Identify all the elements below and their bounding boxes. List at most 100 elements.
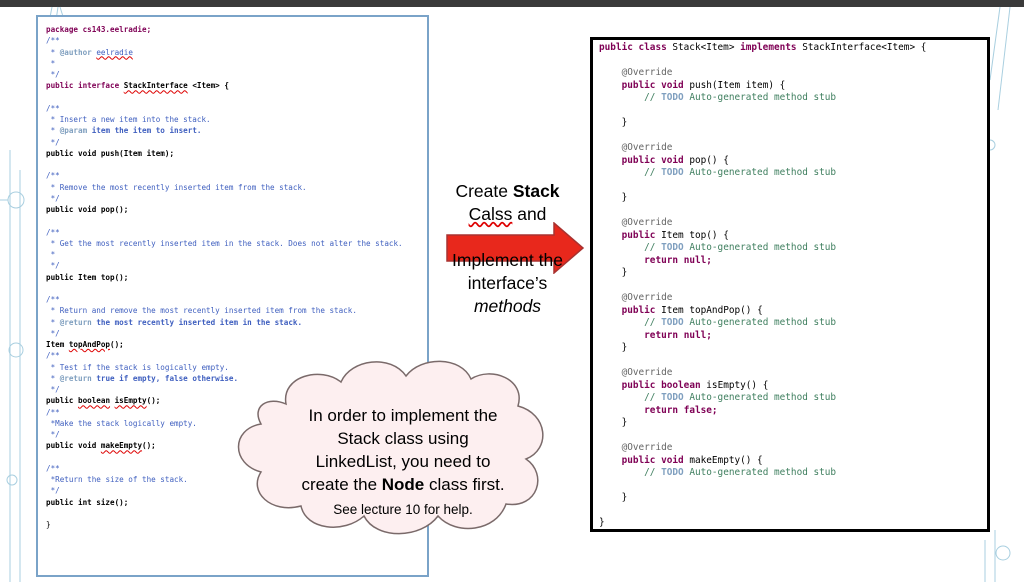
- top-modifier: public: [621, 229, 656, 241]
- topandpop-parens: ();: [110, 340, 124, 349]
- class-close-brace: }: [599, 517, 605, 528]
- topandpop-return-doc: the most recently inserted item in the s…: [96, 317, 303, 327]
- implements-keyword: implements: [740, 42, 797, 53]
- push-param-doc: item the item to insert.: [91, 126, 202, 136]
- instruction-line4: interface’s: [467, 273, 548, 293]
- override-annotation: @Override: [621, 217, 673, 228]
- return-tag-2: @return: [59, 373, 92, 383]
- stub-comment: Auto-generated method stub: [689, 92, 837, 103]
- cloud-line3: LinkedList, you need to: [315, 452, 491, 471]
- isempty-method: isEmpty() {: [706, 379, 769, 391]
- cloud-node: Node: [381, 475, 425, 494]
- stack-class-source-code: public class Stack<Item> implements Stac…: [599, 42, 927, 528]
- package-line: package cs143.eelradie;: [46, 25, 152, 34]
- return-tag: @return: [59, 317, 92, 327]
- instruction-calss: Calss: [468, 204, 513, 224]
- isempty-modifier: public: [46, 396, 79, 406]
- return-false: false;: [683, 404, 718, 416]
- stub-comment: Auto-generated method stub: [689, 317, 837, 328]
- return-null: null;: [683, 254, 712, 266]
- method-close-brace: }: [621, 192, 628, 203]
- interface-generic: <Item> {: [192, 81, 229, 91]
- todo-marker: TODO: [661, 92, 684, 103]
- makeempty-modifier: public void: [46, 441, 101, 451]
- isempty-modifier: public: [621, 379, 656, 391]
- override-annotation: @Override: [621, 142, 673, 153]
- todo-marker: TODO: [661, 467, 684, 478]
- instruction-and: and: [512, 204, 547, 224]
- makeempty-modifier: public void: [621, 454, 684, 466]
- isempty-type: boolean: [661, 379, 701, 391]
- class-name: Stack<Item>: [666, 42, 741, 53]
- cloud-line1: In order to implement the: [308, 406, 498, 425]
- stub-comment: Auto-generated method stub: [689, 392, 837, 403]
- top-method: top() {: [689, 229, 729, 241]
- pop-doc: Remove the most recently inserted item f…: [59, 182, 307, 192]
- todo-marker: TODO: [661, 317, 684, 328]
- cloud-callout-text: In order to implement the Stack class us…: [283, 404, 523, 521]
- class-keyword: public class: [599, 42, 667, 53]
- return-keyword: return: [644, 329, 679, 341]
- author-tag: @author: [59, 47, 92, 57]
- top-signature: public Item top();: [46, 272, 129, 282]
- override-annotation: @Override: [621, 292, 673, 303]
- isempty-doc: Test if the stack is logically empty.: [59, 362, 229, 372]
- stub-comment: Auto-generated method stub: [689, 242, 837, 253]
- pop-modifier: public void: [621, 154, 684, 166]
- topandpop-doc: Return and remove the most recently inse…: [59, 306, 357, 316]
- method-close-brace: }: [621, 492, 628, 503]
- param-tag: @param: [59, 126, 88, 136]
- method-close-brace: }: [621, 267, 628, 278]
- top-type: Item: [661, 229, 684, 241]
- interface-name: StackInterface: [123, 81, 188, 91]
- todo-marker: TODO: [661, 392, 684, 403]
- topandpop-method: topAndPop() {: [689, 304, 763, 316]
- isempty-parens: ();: [146, 396, 161, 406]
- return-null: null;: [683, 329, 712, 341]
- instruction-text: Create Stack Calss and Implement the int…: [440, 180, 575, 318]
- push-signature: public void push(Item item);: [46, 148, 175, 158]
- cloud-line5: See lecture 10 for help.: [333, 502, 473, 517]
- return-keyword: return: [644, 404, 679, 416]
- push-method: push(Item item) {: [689, 79, 786, 91]
- override-annotation: @Override: [621, 67, 673, 78]
- instruction-line3: Implement the: [452, 250, 563, 270]
- return-keyword: return: [644, 254, 679, 266]
- pop-method: pop() {: [689, 154, 729, 166]
- instruction-stack: Stack: [512, 181, 560, 201]
- push-modifier: public void: [621, 79, 684, 91]
- method-close-brace: }: [621, 417, 628, 428]
- todo-marker: TODO: [661, 167, 684, 178]
- class-interface: StackInterface<Item> {: [796, 42, 927, 53]
- interface-source-code: package cs143.eelradie;/** * @author eel…: [46, 25, 403, 529]
- makeempty-name: makeEmpty: [100, 441, 143, 451]
- topandpop-type: Item: [661, 304, 684, 316]
- right-arrow-icon: [446, 222, 585, 274]
- cloud-line2: Stack class using: [337, 429, 469, 448]
- isempty-name: isEmpty: [114, 396, 147, 406]
- topandpop-modifier: public: [621, 304, 656, 316]
- override-annotation: @Override: [621, 442, 673, 453]
- window-top-bar: [0, 0, 1024, 7]
- isempty-type: boolean: [78, 396, 111, 406]
- topandpop-name: topAndPop: [68, 340, 111, 349]
- makeempty-method: makeEmpty() {: [689, 454, 763, 466]
- stub-comment: Auto-generated method stub: [689, 467, 837, 478]
- instruction-line1: Create: [455, 181, 513, 201]
- cloud-line4-pre: create the: [301, 475, 382, 494]
- size-doc: *Return the size of the stack.: [50, 475, 188, 484]
- makeempty-doc: *Make the stack logically empty.: [50, 418, 197, 428]
- cloud-line4-post: class first.: [424, 475, 505, 494]
- topandpop-type: Item: [46, 340, 69, 349]
- author-name: eelradie: [96, 47, 133, 57]
- stub-comment: Auto-generated method stub: [689, 167, 837, 178]
- top-doc: Get the most recently inserted item in t…: [59, 238, 403, 248]
- isempty-return-doc: true if empty, false otherwise.: [96, 373, 239, 383]
- todo-marker: TODO: [661, 242, 684, 253]
- callout-cloud: [237, 360, 544, 535]
- interface-close-brace: }: [46, 520, 51, 529]
- interface-keyword: public interface: [46, 81, 120, 91]
- override-annotation: @Override: [621, 367, 673, 378]
- makeempty-parens: ();: [142, 441, 156, 451]
